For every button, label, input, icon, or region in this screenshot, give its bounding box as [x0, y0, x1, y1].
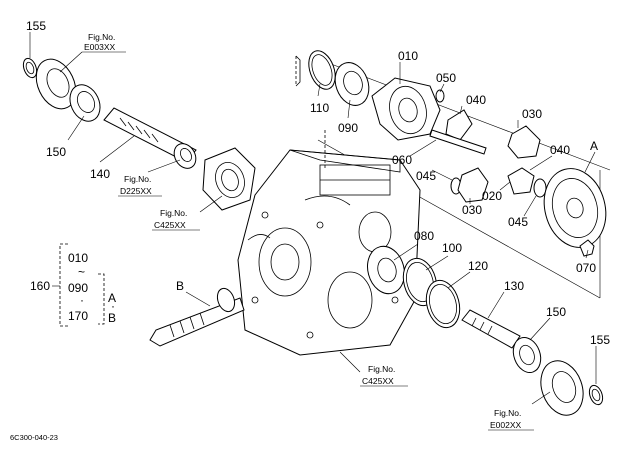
part-045-b-label: 045: [508, 215, 528, 229]
side-gear-030-a: [507, 125, 541, 159]
pinion-040-a: [445, 109, 473, 141]
oil-seal-110: [308, 50, 336, 90]
part-120-label: 120: [468, 259, 488, 273]
fig-ref-e003-code: E003XX: [84, 42, 116, 52]
leader-lines: [29, 32, 597, 405]
washer-050: [435, 89, 445, 103]
part-155-bottom-label: 155: [590, 333, 610, 347]
group-bracket-160: [52, 243, 105, 327]
pinion-shaft-060: [429, 129, 487, 155]
shaft-b: [149, 287, 245, 347]
bearing-090: [334, 62, 370, 106]
coupling-d225: [173, 143, 197, 169]
fig-ref-e003-label: Fig.No.: [88, 32, 115, 42]
callout-a: A: [590, 139, 598, 153]
diff-case-010: [371, 77, 441, 141]
ball-bearing-150-top: [69, 84, 101, 122]
page-code: 6C300-040-23: [10, 433, 58, 442]
part-030-b-label: 030: [462, 203, 482, 217]
fig-ref-c425-lower-code: C425XX: [362, 376, 394, 386]
fig-ref-e002[interactable]: Fig.No. E002XX: [488, 408, 534, 431]
group-mid-label: 090: [68, 281, 88, 295]
part-040-b-label: 040: [550, 143, 570, 157]
bearing-150-bottom: [512, 337, 542, 373]
shaft-140: [103, 107, 197, 163]
fig-ref-c425-upper-label: Fig.No.: [160, 208, 187, 218]
oil-seal-155-bottom: [588, 384, 604, 406]
washer-045-b: [533, 178, 547, 198]
fig-ref-e002-label: Fig.No.: [494, 408, 521, 418]
group-option-a-label: A: [108, 291, 116, 305]
part-110-label: 110: [310, 101, 329, 115]
group-last-label: 170: [68, 309, 88, 323]
shaft-130: [461, 309, 521, 349]
part-150-bottom-label: 150: [546, 305, 566, 319]
fig-ref-e002-code: E002XX: [490, 420, 522, 430]
fig-ref-d225-code: D225XX: [120, 186, 152, 196]
part-155-top-label: 155: [26, 19, 46, 33]
ring-gear-a: [543, 168, 607, 248]
part-045-a-label: 045: [416, 169, 436, 183]
part-040-a-label: 040: [466, 93, 486, 107]
part-060-label: 060: [392, 153, 412, 167]
bearing-holder-top: [35, 58, 77, 110]
bearing-080: [367, 245, 405, 295]
part-020-label: 020: [482, 189, 502, 203]
part-130-label: 130: [504, 279, 524, 293]
oring-120: [425, 279, 461, 329]
bearing-holder-bottom: [540, 360, 584, 416]
part-090-label: 090: [338, 121, 358, 135]
oil-seal-155-top: [22, 57, 38, 79]
part-050-label: 050: [436, 71, 456, 85]
group-tilde-label: ~: [78, 265, 85, 279]
part-160-label: 160: [30, 279, 50, 293]
part-100-label: 100: [442, 241, 462, 255]
fig-ref-c425-upper[interactable]: Fig.No. C425XX: [152, 208, 200, 231]
cover-c425-upper: [202, 147, 256, 211]
fig-ref-d225-label: Fig.No.: [124, 174, 151, 184]
part-150-top-label: 150: [46, 145, 66, 159]
part-140-label: 140: [90, 167, 110, 181]
side-gear-040-b: [507, 167, 535, 195]
part-080-label: 080: [414, 229, 434, 243]
part-010-label: 010: [398, 49, 418, 63]
group-option-dot-label: ·: [111, 299, 115, 313]
group-dot-label: ·: [80, 293, 84, 307]
fig-ref-c425-lower-label: Fig.No.: [368, 364, 395, 374]
fig-ref-c425-upper-code: C425XX: [154, 220, 186, 230]
group-first-label: 010: [68, 251, 88, 265]
bolt-070: [579, 239, 595, 257]
fig-ref-e003[interactable]: Fig.No. E003XX: [82, 32, 126, 53]
part-030-a-label: 030: [522, 107, 542, 121]
callout-b: B: [176, 279, 184, 293]
fig-ref-c425-lower[interactable]: Fig.No. C425XX: [360, 364, 408, 387]
side-gear-030-b: [457, 167, 489, 203]
group-option-b-label: B: [108, 311, 116, 325]
part-070-label: 070: [576, 261, 596, 275]
fig-ref-d225[interactable]: Fig.No. D225XX: [118, 174, 162, 197]
transmission-case: [237, 130, 421, 356]
